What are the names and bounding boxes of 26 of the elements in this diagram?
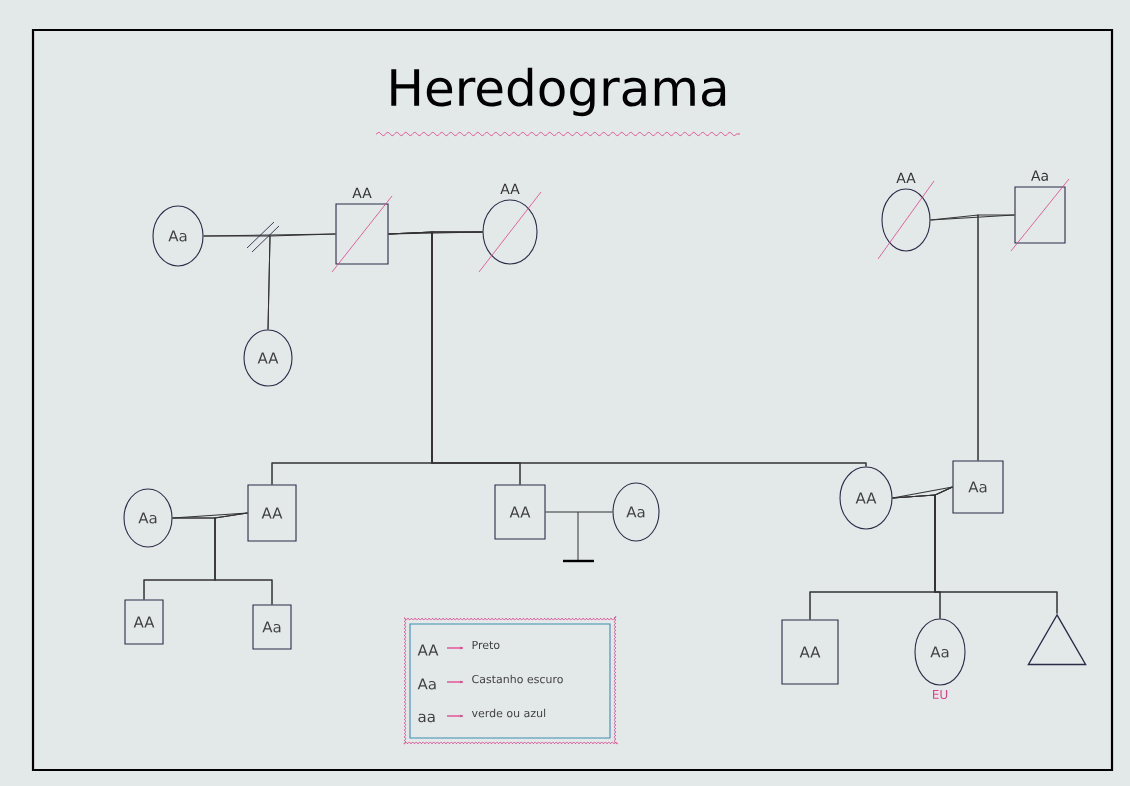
deceased-male-square: AA (331, 187, 393, 273)
node-label: AA (500, 183, 520, 194)
pedigree-line (545, 511, 613, 513)
title: Heredograma (391, 67, 726, 117)
node-label: AA (896, 172, 916, 183)
legend-text: verde ou azul (471, 708, 546, 718)
node-label: AA (352, 187, 372, 198)
male-square: AA (124, 599, 164, 645)
pedigree-line (267, 233, 336, 330)
male-square: AA (247, 484, 297, 542)
legend-key: AA (417, 644, 439, 656)
pedigree-line (934, 486, 1058, 615)
node-label: EU (933, 690, 948, 699)
pedigree-line (214, 512, 273, 605)
male-square: AA (494, 484, 546, 540)
legend-key: Aa (417, 678, 436, 690)
legend-key: aa (418, 713, 435, 723)
male-square: Aa (952, 460, 1004, 514)
legend-text: Preto (472, 640, 500, 650)
legend-text: Castanho escuro (472, 674, 563, 684)
deceased-male-square: Aa (1010, 170, 1070, 252)
pedigree-line (977, 214, 1015, 461)
male-square: Aa (252, 604, 292, 650)
male-square: AA (781, 619, 839, 685)
pedigree-line (892, 486, 953, 499)
node-label: Aa (1031, 170, 1048, 181)
